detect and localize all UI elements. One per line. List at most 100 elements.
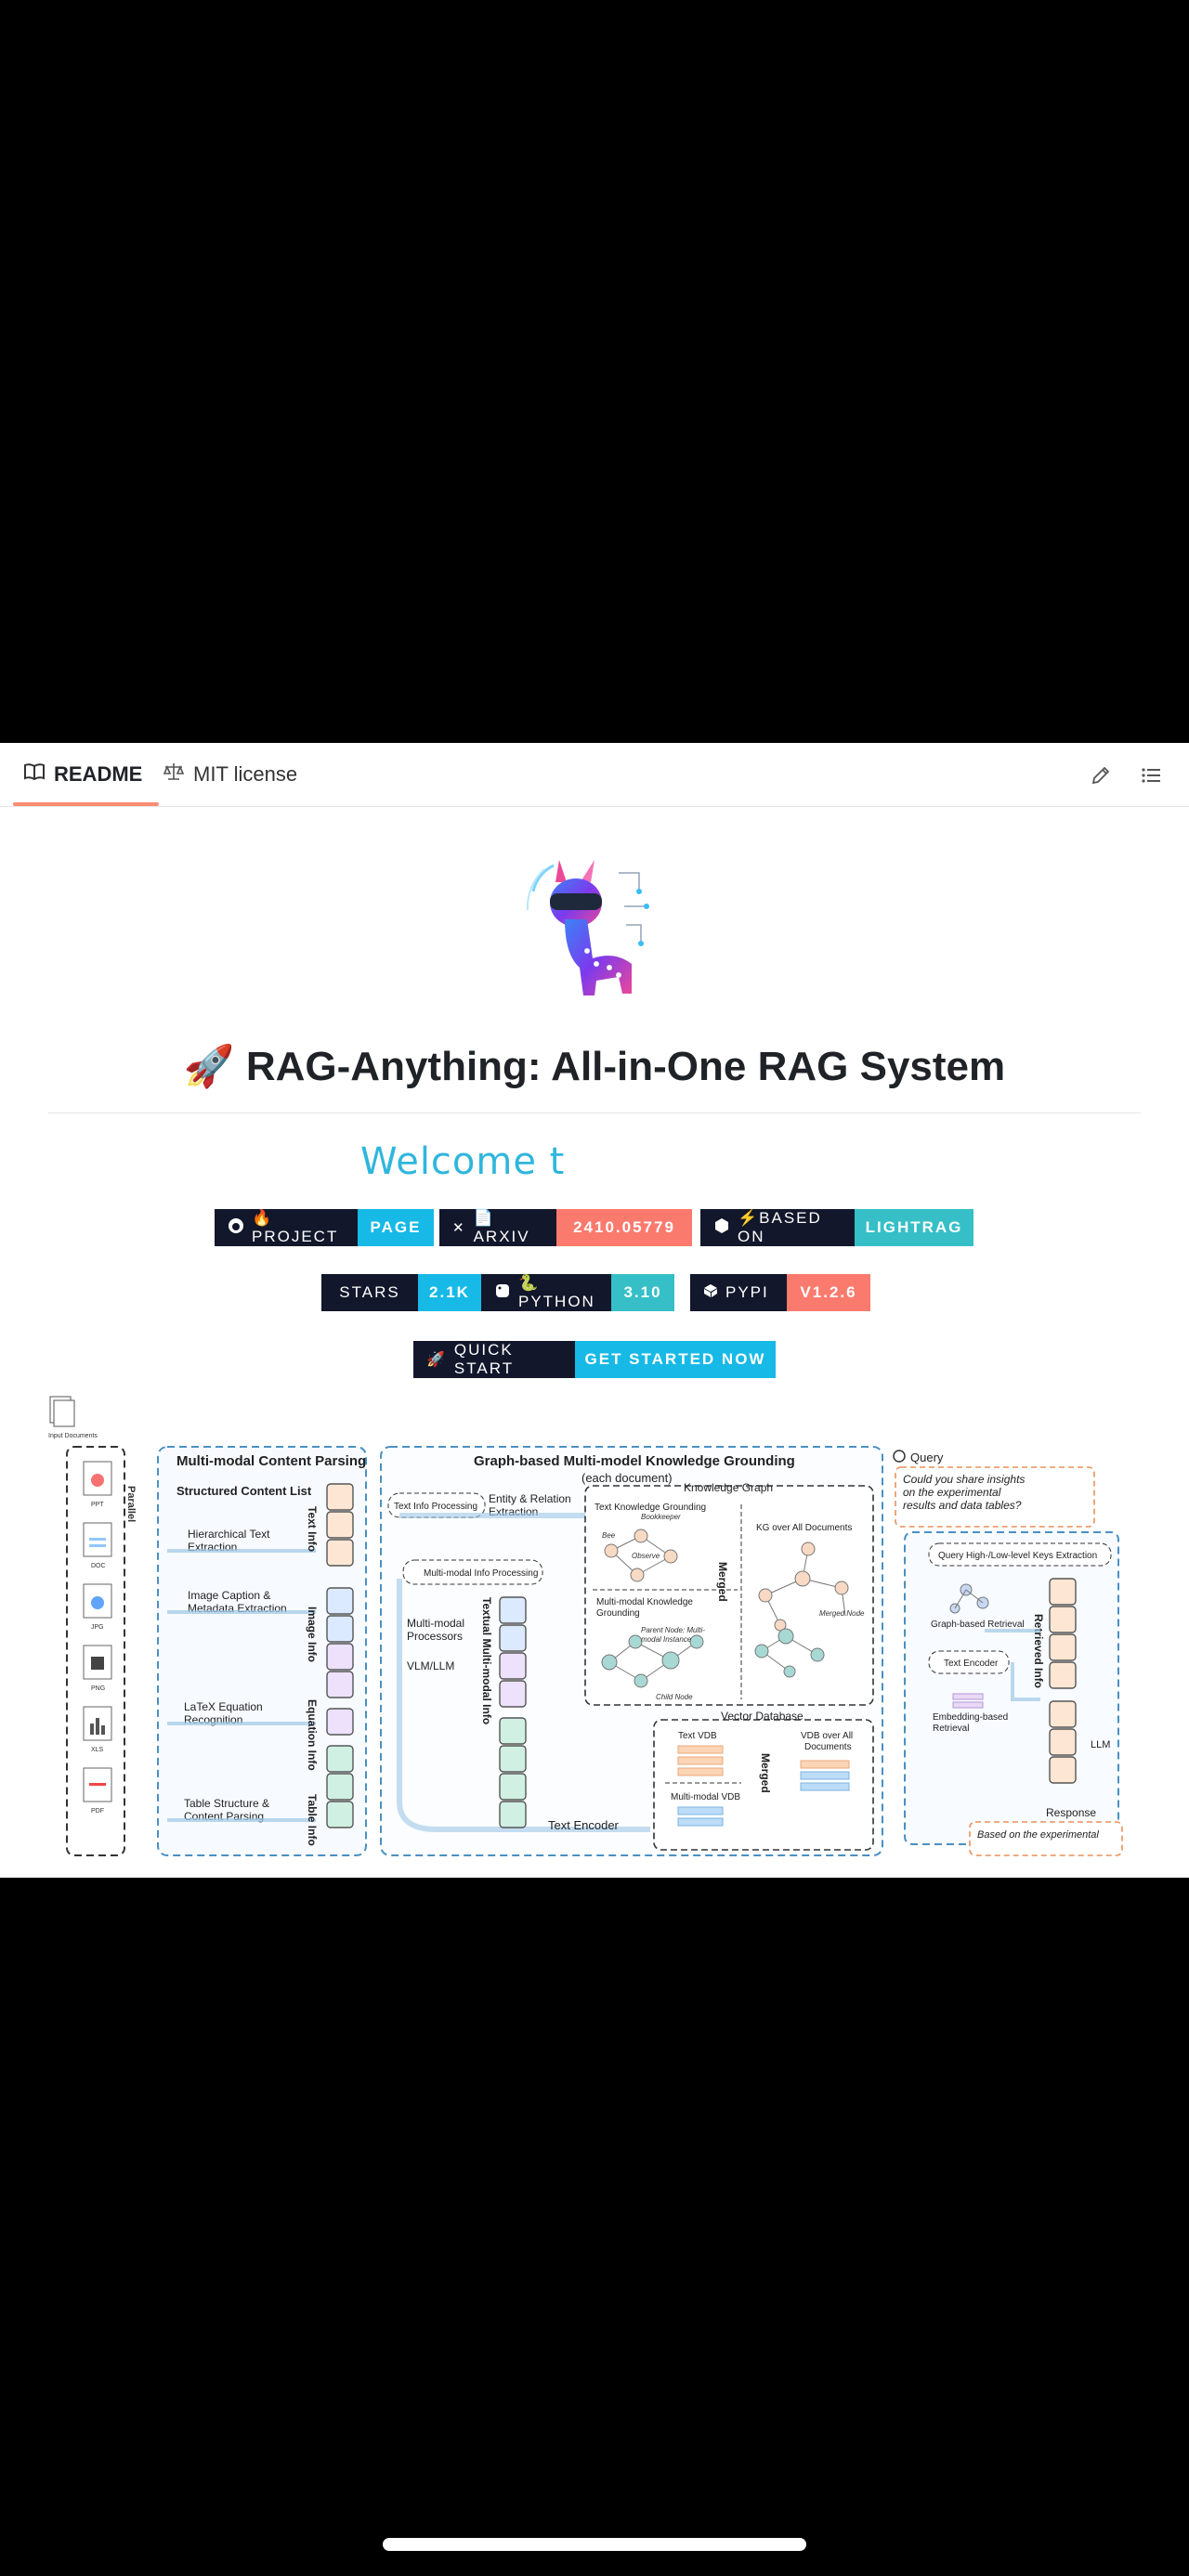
- python-icon: [494, 1282, 511, 1304]
- law-scale-icon: [163, 762, 185, 787]
- svg-text:VDB over All: VDB over All: [801, 1731, 853, 1741]
- svg-text:Text Info Processing: Text Info Processing: [394, 1502, 477, 1512]
- svg-text:DOC: DOC: [91, 1563, 106, 1569]
- svg-text:Documents: Documents: [804, 1742, 852, 1752]
- svg-text:Child Node: Child Node: [656, 1693, 693, 1701]
- svg-text:Merged: Merged: [716, 1562, 729, 1602]
- badge-label: 📄ARXIV: [473, 1209, 530, 1245]
- badge-arxiv[interactable]: ✕ 📄ARXIV 2410.05779: [439, 1209, 692, 1246]
- badge-label: STARS: [321, 1274, 418, 1311]
- book-icon: [24, 762, 45, 787]
- badge-value: 2410.05779: [556, 1209, 692, 1246]
- input-documents: Input Documents PPT DOC JPG PNG XLS PDF …: [48, 1396, 137, 1856]
- svg-text:Processors: Processors: [407, 1630, 463, 1643]
- tab-license[interactable]: MIT license: [163, 743, 297, 806]
- svg-text:Graph-based Retrieval: Graph-based Retrieval: [931, 1620, 1025, 1630]
- svg-text:(each document): (each document): [581, 1471, 673, 1485]
- badge-value: 3.10: [611, 1274, 674, 1311]
- package-icon: [703, 1283, 718, 1303]
- svg-text:Bee: Bee: [602, 1531, 616, 1540]
- query-retrieval-block: Query Could you share insights on the ex…: [893, 1450, 1123, 1856]
- table-of-contents-icon[interactable]: [1135, 760, 1167, 791]
- badge-value: 2.1K: [418, 1274, 481, 1311]
- svg-text:Multi-modal: Multi-modal: [407, 1617, 464, 1630]
- graph-grounding-block: Graph-based Multi-model Knowledge Ground…: [380, 1446, 883, 1856]
- svg-text:Vector Database: Vector Database: [721, 1710, 804, 1723]
- svg-text:Response: Response: [1046, 1806, 1096, 1819]
- svg-text:Text Info: Text Info: [306, 1506, 319, 1552]
- badge-value: V1.2.6: [787, 1274, 870, 1311]
- svg-text:on the experimental: on the experimental: [903, 1486, 1001, 1499]
- svg-text:Could you share insights: Could you share insights: [903, 1473, 1025, 1486]
- badge-label: 🔥PROJECT: [252, 1209, 339, 1245]
- svg-text:Equation Info: Equation Info: [306, 1699, 319, 1771]
- svg-text:Entity & Relation: Entity & Relation: [489, 1492, 571, 1505]
- svg-text:Observe: Observe: [632, 1552, 660, 1560]
- svg-text:modal Instance: modal Instance: [641, 1635, 692, 1644]
- home-indicator[interactable]: [383, 2538, 806, 2551]
- rocket-icon: 🚀: [426, 1352, 447, 1368]
- svg-text:XLS: XLS: [91, 1747, 104, 1753]
- svg-text:Knowledge Graph: Knowledge Graph: [684, 1481, 773, 1494]
- svg-text:Text Encoder: Text Encoder: [548, 1818, 620, 1832]
- svg-text:Text VDB: Text VDB: [678, 1731, 717, 1741]
- svg-text:Input Documents: Input Documents: [48, 1433, 98, 1439]
- badge-project-page[interactable]: 🔥PROJECT PAGE: [215, 1209, 434, 1246]
- github-icon: [228, 1217, 244, 1239]
- svg-text:Text Encoder: Text Encoder: [944, 1659, 999, 1669]
- svg-text:Multi-modal Info Processing: Multi-modal Info Processing: [424, 1568, 538, 1579]
- svg-text:Image Info: Image Info: [306, 1607, 319, 1662]
- tab-license-label: MIT license: [193, 762, 298, 786]
- svg-text:Table Info: Table Info: [306, 1794, 319, 1846]
- svg-text:Multi-modal Knowledge: Multi-modal Knowledge: [596, 1597, 693, 1607]
- badge-based-on-lightrag[interactable]: ⚡BASED ON LIGHTRAG: [700, 1209, 973, 1246]
- svg-text:JPG: JPG: [91, 1624, 104, 1631]
- welcome-typing-text: Welcome t: [360, 1140, 566, 1183]
- svg-text:Bookkeeper: Bookkeeper: [641, 1513, 681, 1521]
- svg-text:KG over All Documents: KG over All Documents: [756, 1523, 852, 1533]
- llama-logo: [522, 854, 661, 1003]
- tab-readme[interactable]: README: [12, 743, 160, 806]
- x-icon: ✕: [452, 1220, 466, 1236]
- svg-text:Textual Multi-modal Info: Textual Multi-modal Info: [480, 1597, 493, 1724]
- badge-label: PYPI: [725, 1283, 769, 1301]
- title-divider: [48, 1112, 1141, 1113]
- svg-text:Graph-based Multi-model Knowle: Graph-based Multi-model Knowledge Ground…: [474, 1453, 795, 1469]
- svg-text:PNG: PNG: [91, 1685, 105, 1692]
- badge-value: GET STARTED NOW: [575, 1341, 776, 1378]
- badge-python[interactable]: 🐍PYTHON 3.10: [481, 1274, 674, 1311]
- tab-readme-label: README: [54, 762, 143, 786]
- readme-title: 🚀 RAG-Anything: All-in-One RAG System: [183, 1044, 1006, 1089]
- badge-label: ⚡BASED ON: [738, 1209, 822, 1245]
- svg-text:LLM: LLM: [1091, 1739, 1110, 1750]
- svg-text:Merged Node: Merged Node: [819, 1609, 865, 1618]
- svg-text:Image Caption &: Image Caption &: [188, 1589, 270, 1602]
- badge-label: QUICK START: [453, 1341, 515, 1377]
- svg-text:Multi-modal Content Parsing: Multi-modal Content Parsing: [176, 1453, 366, 1469]
- badge-value: PAGE: [358, 1209, 434, 1246]
- svg-text:Multi-modal VDB: Multi-modal VDB: [671, 1792, 740, 1802]
- svg-text:PDF: PDF: [91, 1808, 104, 1815]
- svg-text:PPT: PPT: [91, 1502, 104, 1508]
- badge-stars[interactable]: STARS 2.1K: [321, 1274, 481, 1311]
- badge-value: LIGHTRAG: [855, 1209, 973, 1246]
- svg-text:Structured Content List: Structured Content List: [176, 1484, 312, 1498]
- svg-text:VLM/LLM: VLM/LLM: [407, 1659, 454, 1672]
- badge-quick-start[interactable]: 🚀 QUICK START GET STARTED NOW: [413, 1341, 776, 1378]
- readme-panel: README MIT license: [0, 743, 1189, 1878]
- svg-text:Retrieval: Retrieval: [933, 1724, 969, 1734]
- svg-text:Embedding-based: Embedding-based: [933, 1712, 1008, 1723]
- svg-text:Query High-/Low-level Keys Ext: Query High-/Low-level Keys Extraction: [938, 1551, 1097, 1561]
- content-parsing-block: Multi-modal Content Parsing Structured C…: [157, 1446, 367, 1856]
- svg-text:Hierarchical Text: Hierarchical Text: [188, 1528, 270, 1541]
- svg-text:Table Structure &: Table Structure &: [184, 1797, 269, 1810]
- badge-pypi[interactable]: PYPI V1.2.6: [690, 1274, 870, 1311]
- svg-text:results and data tables?: results and data tables?: [903, 1499, 1022, 1512]
- svg-text:Parent Node: Multi-: Parent Node: Multi-: [641, 1626, 705, 1634]
- svg-text:Based on the experimental: Based on the experimental: [977, 1829, 1099, 1841]
- svg-text:Query: Query: [910, 1451, 944, 1464]
- svg-text:LaTeX Equation: LaTeX Equation: [184, 1700, 263, 1713]
- edit-pencil-icon[interactable]: [1085, 760, 1117, 791]
- architecture-diagram: Input Documents PPT DOC JPG PNG XLS PDF …: [48, 1396, 1123, 1856]
- svg-text:Retrieved Info: Retrieved Info: [1032, 1614, 1045, 1688]
